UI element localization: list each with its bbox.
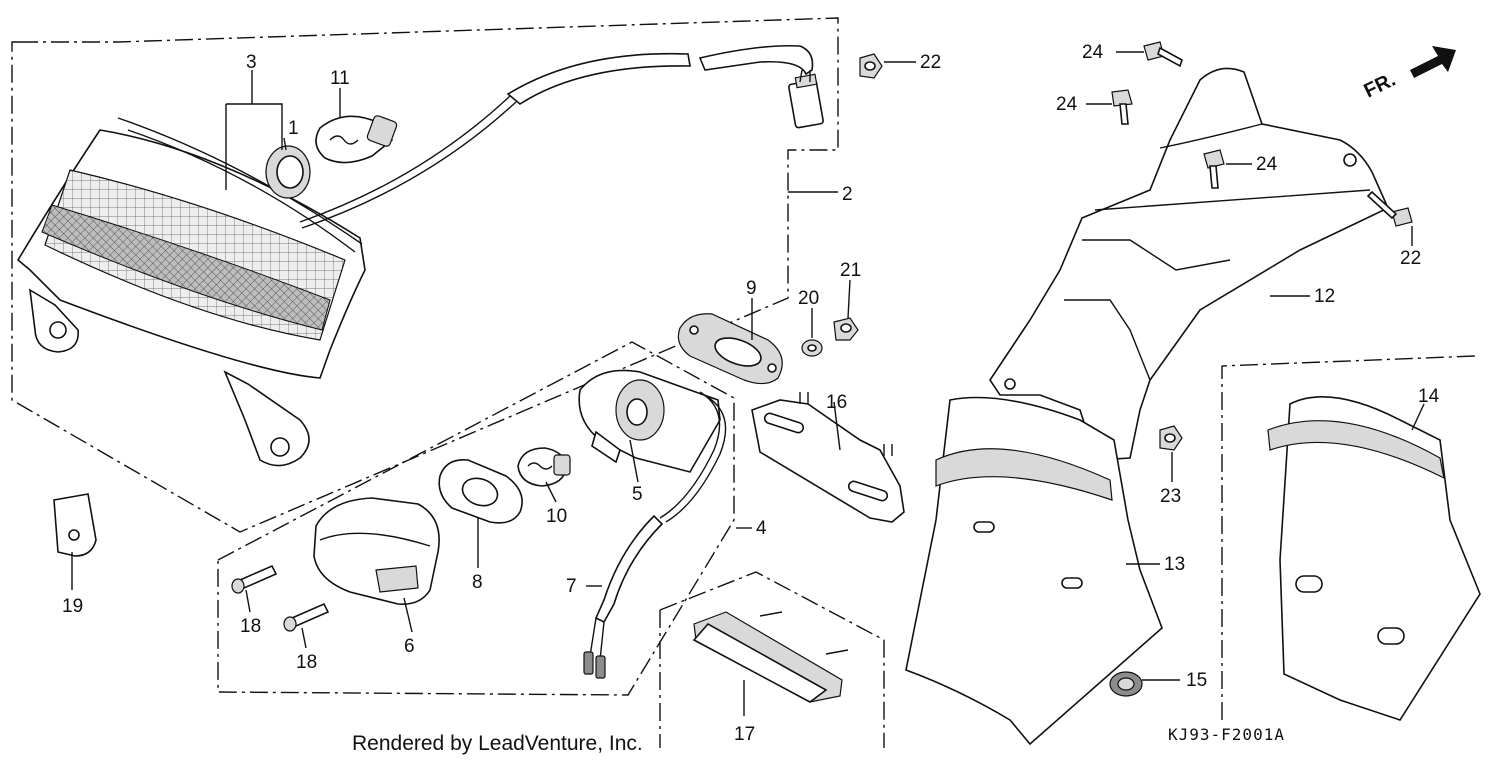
- callout-12: 12: [1314, 286, 1335, 307]
- callout-labels: 1 2 3 4 5 6 7 8 9 10 11 12 13 14 15 16 1…: [62, 42, 1440, 745]
- license-light-bracket: [751, 392, 905, 523]
- callout-7: 7: [566, 576, 577, 597]
- rear-mudguard-alt: [1267, 396, 1481, 721]
- callout-24-center: 24: [1256, 154, 1278, 175]
- figure-code: KJ93-F2001A: [1168, 725, 1285, 744]
- callout-9: 9: [746, 278, 757, 299]
- callout-23: 23: [1160, 486, 1181, 507]
- rear-mudguard: [905, 396, 1163, 746]
- callout-4: 4: [756, 518, 767, 539]
- callout-11: 11: [330, 68, 350, 89]
- callout-19: 19: [62, 596, 83, 617]
- callout-8: 8: [472, 572, 483, 593]
- callout-6: 6: [404, 636, 415, 657]
- bolt-right: [1366, 190, 1413, 227]
- lens-gasket: [438, 459, 523, 524]
- leader-lines: [71, 51, 1425, 716]
- license-light-harness: [583, 391, 727, 679]
- callout-13: 13: [1164, 554, 1185, 575]
- bolt-upper: [1143, 41, 1183, 68]
- license-light-lens: [313, 497, 440, 606]
- flange-nut-small: [833, 317, 859, 341]
- washer: [801, 339, 823, 357]
- callout-21: 21: [840, 260, 861, 281]
- front-direction-arrow: FR.: [1361, 46, 1456, 102]
- bulb-socket-ring: [265, 145, 311, 199]
- credit-text: Rendered by LeadVenture, Inc.: [352, 732, 643, 755]
- callout-5: 5: [632, 484, 643, 505]
- callout-16: 16: [826, 392, 847, 413]
- lens-screw-upper: [231, 564, 278, 594]
- callout-22-upper: 22: [920, 52, 941, 73]
- group-boundary-license-light-alt: [659, 571, 885, 748]
- callout-18-upper: 18: [240, 616, 261, 637]
- callout-17: 17: [734, 724, 755, 745]
- tail-light-lens: [16, 117, 366, 467]
- callout-14: 14: [1418, 386, 1440, 407]
- flange-nut-upper: [859, 53, 883, 79]
- callout-24-left: 24: [1056, 94, 1078, 115]
- callout-18-lower: 18: [296, 652, 317, 673]
- license-light-seal: [677, 313, 783, 385]
- license-bulb: [517, 447, 571, 487]
- bolt-center: [1203, 149, 1225, 189]
- callout-15: 15: [1186, 670, 1207, 691]
- lens-screw-lower: [283, 602, 330, 632]
- harness-clip: [53, 493, 97, 557]
- group-boundary-mudguard-alt: [1221, 355, 1476, 720]
- license-light-alt: [692, 611, 849, 703]
- callout-24-upper: 24: [1082, 42, 1104, 63]
- rear-fender-bracket: [989, 67, 1390, 461]
- license-light-base: [578, 369, 721, 473]
- group-boundary-license-light: [217, 341, 735, 696]
- flange-nut-fender: [1159, 425, 1183, 451]
- tail-light-harness: [299, 44, 824, 229]
- bolt-left: [1111, 89, 1133, 125]
- group-boundary-taillight: [11, 17, 839, 533]
- direction-label: FR.: [1361, 69, 1400, 103]
- callout-20: 20: [798, 288, 819, 309]
- callout-22-right: 22: [1400, 248, 1421, 269]
- callout-1: 1: [288, 118, 299, 139]
- callout-2: 2: [842, 184, 853, 205]
- callout-10: 10: [546, 506, 567, 527]
- grommet: [1109, 671, 1143, 697]
- callout-3: 3: [246, 52, 257, 73]
- tail-bulb: [315, 115, 398, 164]
